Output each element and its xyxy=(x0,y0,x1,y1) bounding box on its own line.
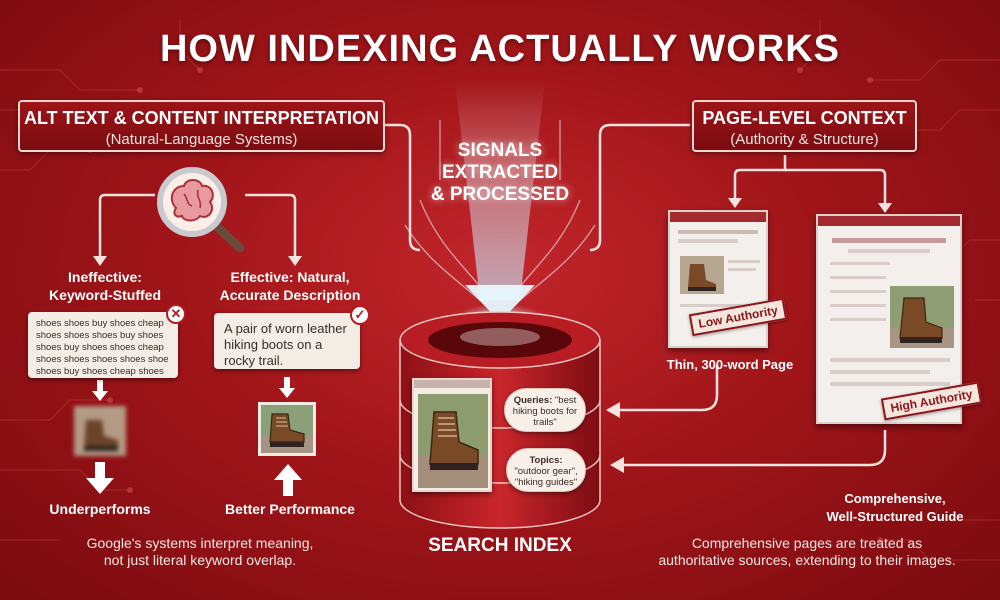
checkmark-icon: ✓ xyxy=(350,305,370,325)
thin-page-header-bar xyxy=(670,212,766,222)
keyword-stuffed-text: shoes shoes buy shoes cheap shoes shoes … xyxy=(36,318,169,377)
right-caption-line-1: Comprehensive pages are treated as xyxy=(691,535,923,551)
left-header-subtitle: (Natural-Language Systems) xyxy=(105,131,298,148)
natural-description-card: A pair of worn leather hiking boots on a… xyxy=(214,313,360,369)
underperforms-label: Underperforms xyxy=(49,501,151,517)
blurred-boot-image xyxy=(74,406,126,456)
signals-line-1: SIGNALS xyxy=(457,140,543,161)
brain-magnifier-icon xyxy=(157,167,245,253)
left-caption: Google's systems interpret meaning, not … xyxy=(40,535,360,569)
right-caption-line-2: authoritative sources, extending to thei… xyxy=(658,552,956,568)
thin-page-label: Thin, 300-word Page xyxy=(666,357,794,372)
search-index-label: SEARCH INDEX xyxy=(428,535,572,556)
right-section-header: PAGE-LEVEL CONTEXT (Authority & Structur… xyxy=(692,100,917,152)
guide-page-boot-image xyxy=(890,286,954,348)
effective-label: Effective: Natural, Accurate Description xyxy=(210,268,370,304)
natural-description-text: A pair of worn leather hiking boots on a… xyxy=(224,321,347,368)
effective-label-line-1: Effective: Natural, xyxy=(230,269,350,285)
right-caption: Comprehensive pages are treated as autho… xyxy=(632,535,982,569)
ineffective-label: Ineffective: Keyword-Stuffed xyxy=(30,268,180,304)
indexed-image-card xyxy=(412,378,492,492)
clear-boot-image xyxy=(258,402,316,456)
queries-text: "best hiking boots for trails" xyxy=(512,395,578,428)
better-performance-label: Better Performance xyxy=(225,501,355,517)
guide-page-header-bar xyxy=(818,216,960,226)
queries-label: Queries: xyxy=(513,395,553,406)
guide-page-label: Comprehensive, Well-Structured Guide xyxy=(820,490,970,526)
page-title: HOW INDEXING ACTUALLY WORKS xyxy=(159,28,841,70)
topics-text: "outdoor gear", "hiking guides" xyxy=(514,466,578,488)
ineffective-label-line-1: Ineffective: xyxy=(68,269,142,285)
signals-line-2: EXTRACTED xyxy=(441,162,559,183)
left-caption-line-2: not just literal keyword overlap. xyxy=(103,552,297,568)
topics-bubble: Topics: "outdoor gear", "hiking guides" xyxy=(506,448,586,492)
hiking-boot-icon xyxy=(418,394,488,488)
ineffective-label-line-2: Keyword-Stuffed xyxy=(49,287,161,303)
guide-label-line-2: Well-Structured Guide xyxy=(826,509,964,524)
signals-label: SIGNALS EXTRACTED & PROCESSED xyxy=(402,140,598,206)
left-header-title: ALT TEXT & CONTENT INTERPRETATION xyxy=(24,108,379,128)
signals-line-3: & PROCESSED xyxy=(430,184,570,205)
topics-label: Topics: xyxy=(529,455,563,466)
left-caption-line-1: Google's systems interpret meaning, xyxy=(86,535,314,551)
left-section-header: ALT TEXT & CONTENT INTERPRETATION (Natur… xyxy=(18,100,385,152)
guide-label-line-1: Comprehensive, xyxy=(844,491,946,506)
keyword-stuffed-card: shoes shoes buy shoes cheap shoes shoes … xyxy=(28,312,178,378)
queries-bubble: Queries: "best hiking boots for trails" xyxy=(504,388,586,432)
thin-page-boot-image xyxy=(680,256,724,294)
right-header-subtitle: (Authority & Structure) xyxy=(730,131,879,148)
indexed-card-header xyxy=(414,380,490,388)
x-mark-icon: ✕ xyxy=(166,304,186,324)
right-header-title: PAGE-LEVEL CONTEXT xyxy=(702,108,907,128)
effective-label-line-2: Accurate Description xyxy=(219,287,361,303)
